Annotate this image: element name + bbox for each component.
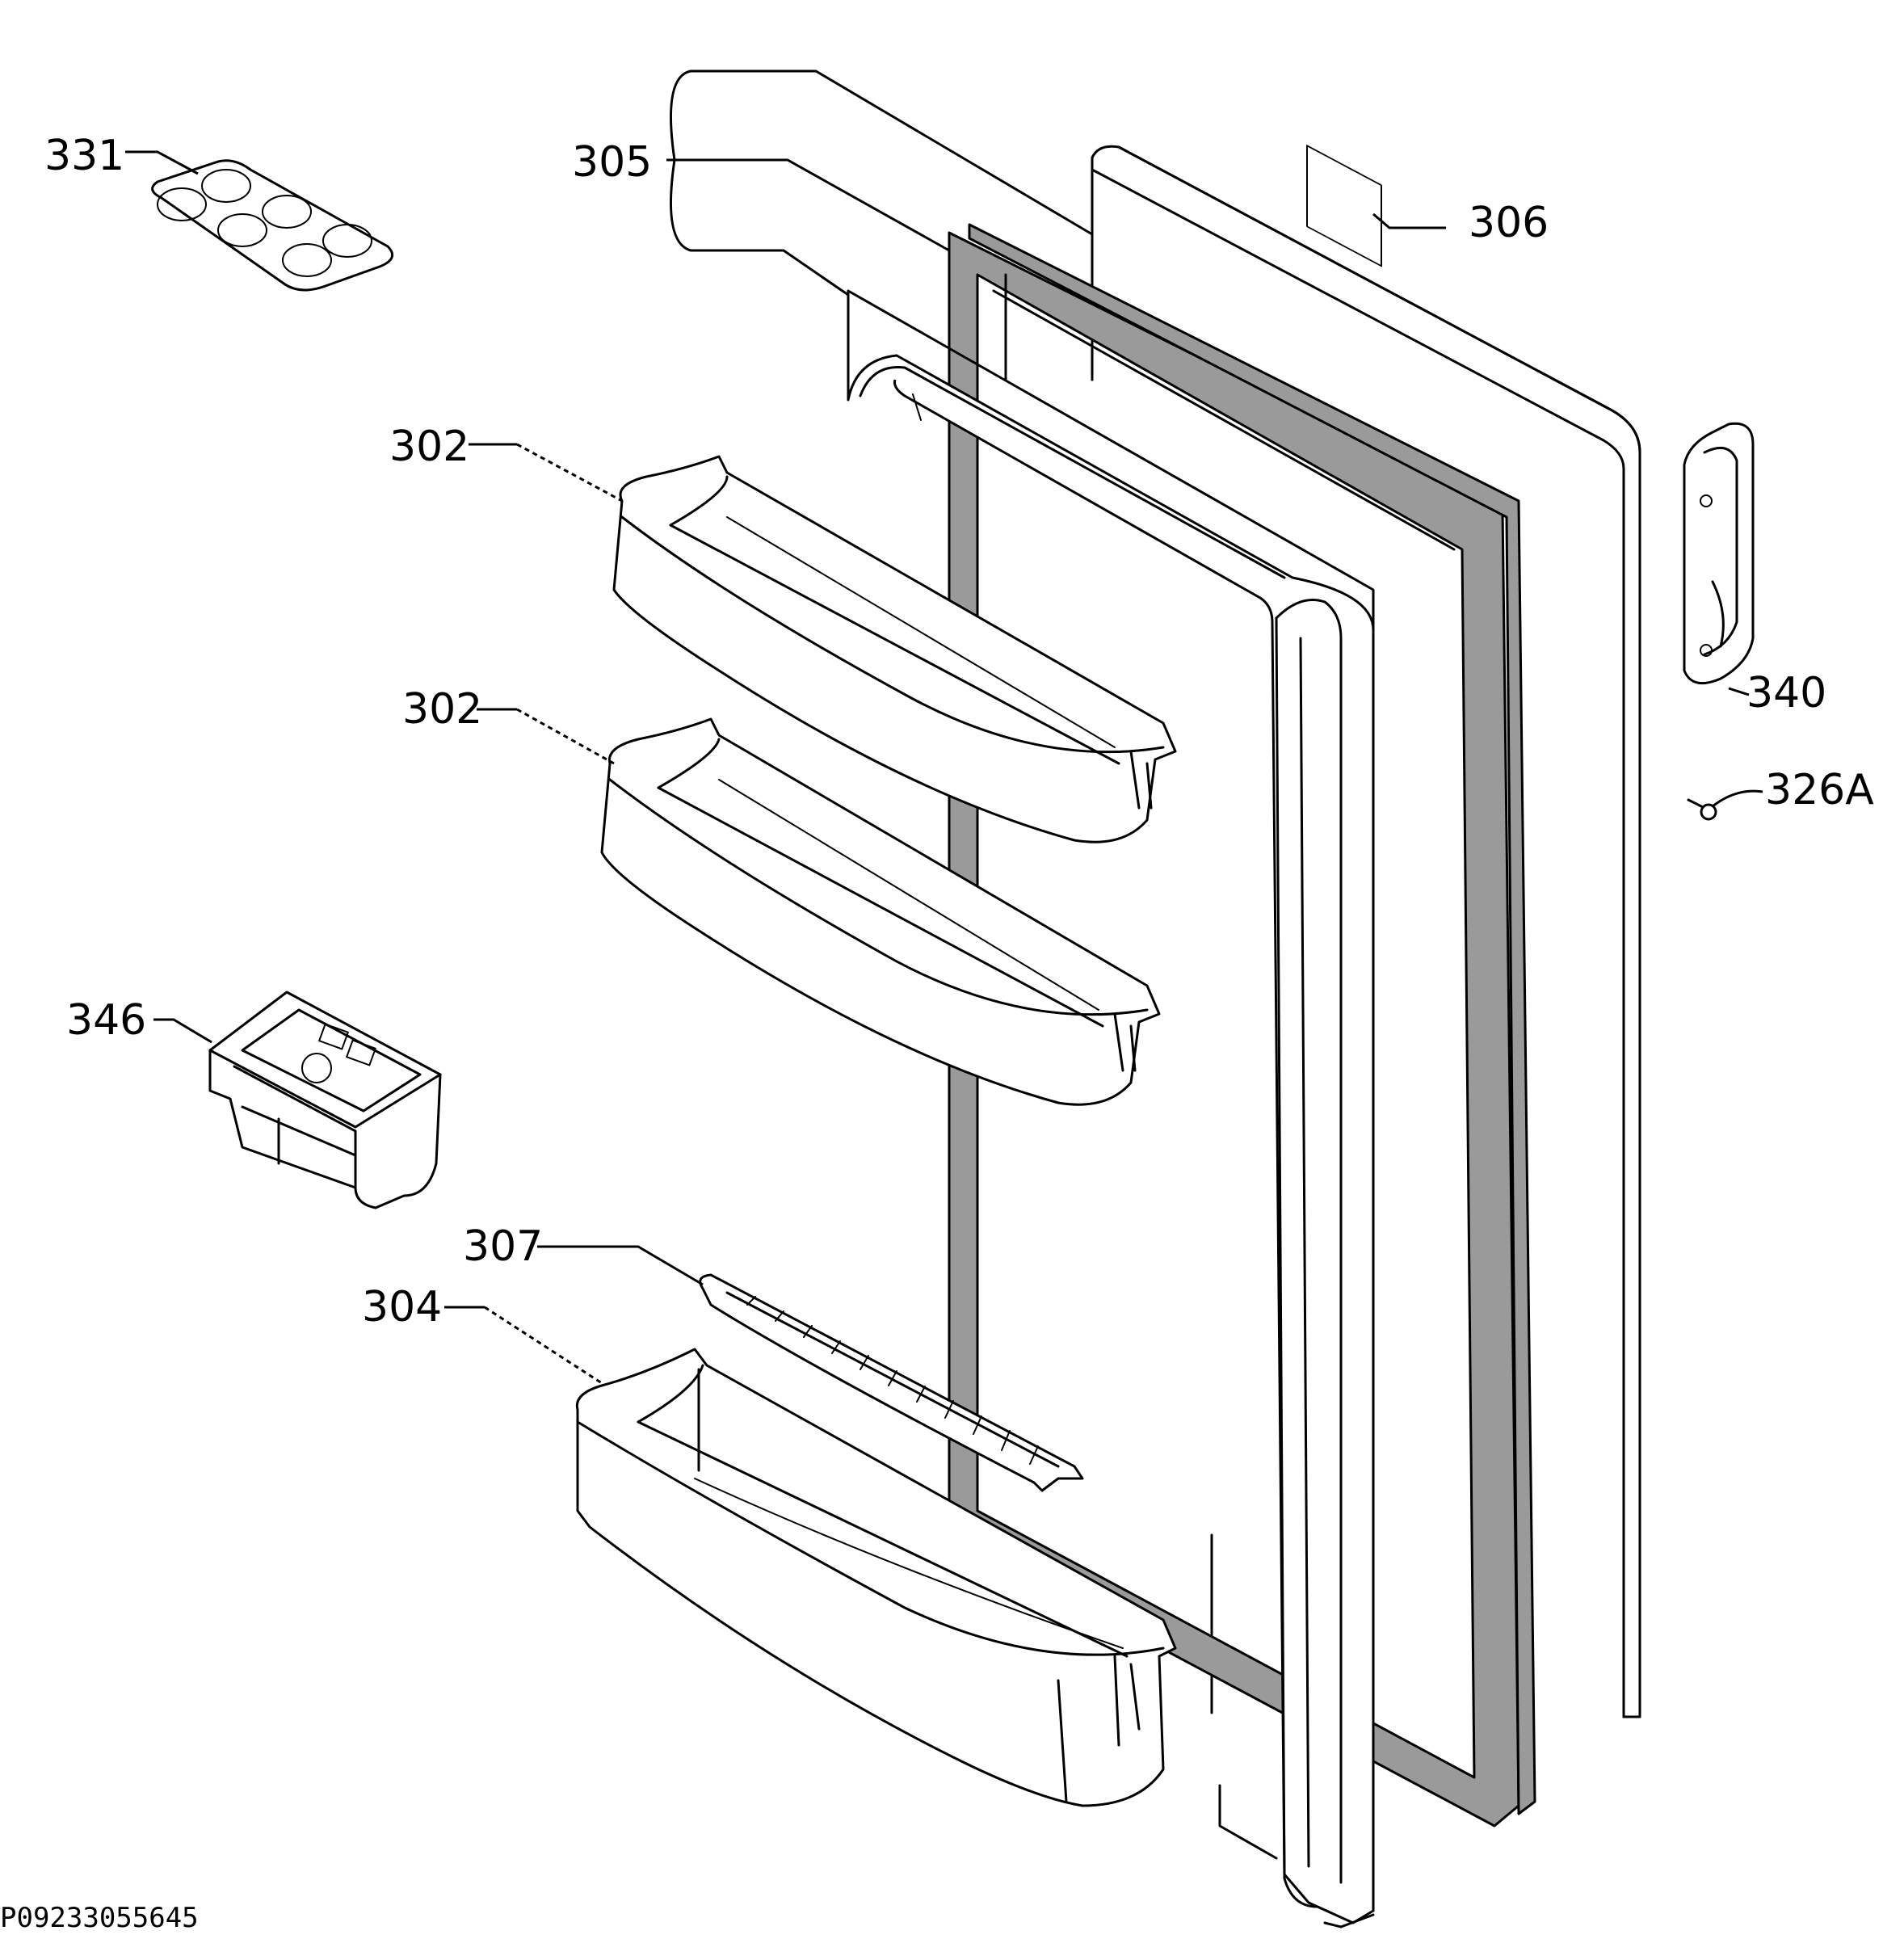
label-340: 340 xyxy=(1746,669,1826,717)
label-304: 304 xyxy=(362,1283,442,1331)
label-302-lower: 302 xyxy=(402,685,482,734)
label-302-upper: 302 xyxy=(389,423,469,471)
label-326a: 326A xyxy=(1765,766,1874,814)
bottle-shelf xyxy=(575,1348,1177,1807)
door-shelf-upper xyxy=(612,455,1177,843)
screw xyxy=(1687,798,1717,821)
bottle-retainer xyxy=(699,1273,1084,1492)
label-306: 306 xyxy=(1469,199,1549,247)
butter-compartment xyxy=(208,991,442,1209)
egg-tray xyxy=(151,159,394,292)
label-305: 305 xyxy=(572,138,652,187)
door-handle xyxy=(1683,422,1755,685)
document-id: P09233055645 xyxy=(0,1902,199,1934)
label-331: 331 xyxy=(44,132,124,180)
part-labels: 331 305 306 302 302 340 326A 346 307 304… xyxy=(0,132,1874,1934)
label-346: 346 xyxy=(66,996,146,1045)
door-outer-panel xyxy=(1091,145,1641,1718)
rating-plate xyxy=(1306,145,1382,267)
inner-door-liner xyxy=(847,289,1375,1928)
door-gasket xyxy=(948,223,1536,1828)
label-307: 307 xyxy=(463,1222,543,1271)
leader-lines xyxy=(125,69,1763,1385)
door-shelf-lower xyxy=(600,717,1161,1106)
